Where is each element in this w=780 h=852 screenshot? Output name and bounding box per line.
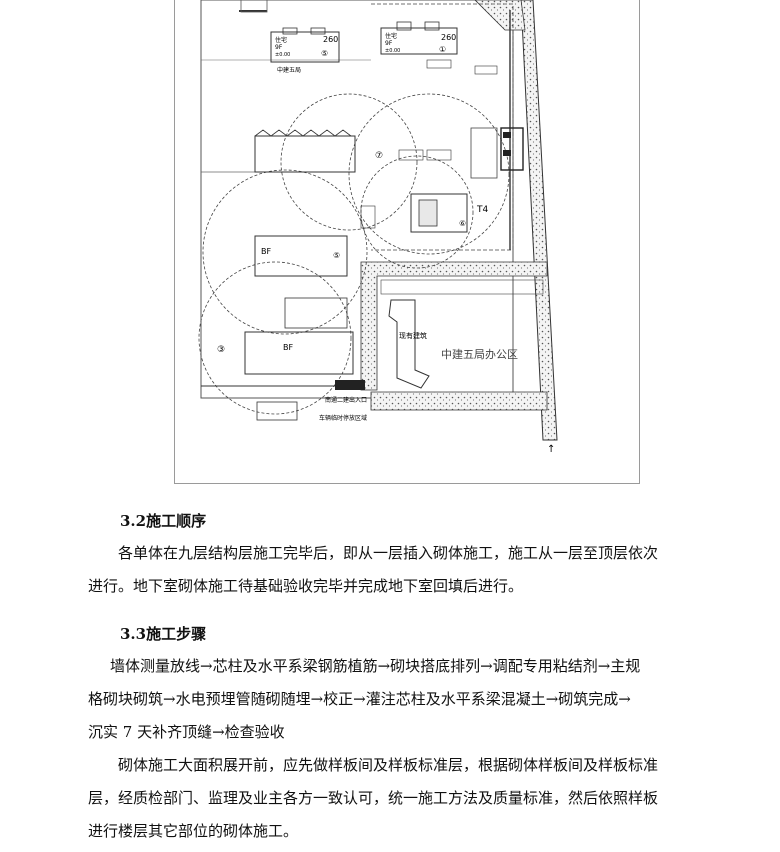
existing-building [388,299,430,389]
existing-building-label: 现有建筑 [399,331,427,340]
site-plan-figure: 住宅 9F ±0.00 260 ⑤ 中建五局 住宅 9F ±0.00 260 ①… [174,0,640,484]
area-circle-mark: ③ [217,345,225,355]
area-circle-mark: ⑤ [333,251,340,260]
bf-label: BF [283,343,293,352]
entrance-label: 南通二建出入口 [325,396,367,404]
gravel-road-south [370,391,548,411]
office-area-label: 中建五局办公区 [441,347,518,361]
site-entrance-gate [335,380,365,390]
paragraph-line: 各单体在九层结构层施工完毕后，即从一层插入砌体施工，施工从一层至顶层依次 [118,544,659,562]
tower-building [410,193,468,233]
tower-core [418,199,438,227]
building-block-lower [254,235,348,277]
building-number: 260 [441,33,456,42]
building-stair [282,27,298,35]
building-floors: 9F [385,40,393,47]
building-block-bottom [244,331,354,375]
building-stair [310,27,326,35]
parking-area [256,401,298,421]
crane-radius [280,93,418,231]
section-heading-construction-sequence: 3.2施工顺序 [120,512,207,530]
building-number: 260 [323,35,338,44]
building-outline [254,129,352,137]
top-marker [239,10,267,12]
paragraph-line: 进行。地下室砌体施工待基础验收完毕并完成地下室回填后进行。 [88,577,524,595]
building-circle-mark: ⑤ [321,49,328,58]
bf-label: BF [261,247,271,256]
building-stair [424,21,440,31]
gravel-road-east [520,0,558,441]
company-label: 中建五局 [277,66,301,74]
gravel-road-north [474,0,526,31]
parking-label: 车辆临时停放区域 [319,414,367,422]
site-shed [474,65,498,75]
north-arrow-icon: ↑ [547,444,555,455]
hoist-cage [503,132,511,138]
building-stair [396,21,412,31]
hoist-platform [470,127,498,179]
building-elevation: ±0.00 [385,48,400,54]
crane-radius [202,169,368,335]
paragraph-line: 砌体施工大面积展开前，应先做样板间及样板标准层，根据砌体样板间及样板标准 [118,756,659,774]
paragraph-line: 格砌块砌筑→水电预埋管随砌随埋→校正→灌注芯柱及水平系梁混凝土→砌筑完成→ [88,690,631,708]
site-shed [426,149,452,161]
building-elevation: ±0.00 [275,52,290,58]
hoist-cage [503,150,511,156]
residential-building-left [270,31,340,63]
crane-radius [348,93,510,255]
gravel-road-loop [360,261,548,391]
paragraph-line: 层，经质检部门、监理及业主各方一致认可，统一施工方法及质量标准，然后依照样板 [88,789,659,807]
paragraph-line: 沉实 7 天补齐顶缝→检查验收 [88,723,285,741]
top-block [240,0,268,13]
building-wing [284,297,348,329]
site-shed [360,205,376,229]
site-shed [398,149,424,161]
office-shed-row [380,279,544,295]
building-circle-mark: ① [439,45,446,54]
building-name: 住宅 [385,32,397,40]
paragraph-line: 墙体测量放线→芯柱及水平系梁钢筋植筋→砌块搭底排列→调配专用粘结剂→主规 [110,657,641,675]
paragraph-line: 进行楼层其它部位的砌体施工。 [88,822,299,840]
construction-hoist [500,127,524,171]
crane-radius [198,261,352,415]
residential-building-right [380,27,458,55]
site-shed [426,59,452,69]
section-heading-construction-steps: 3.3施工步骤 [120,625,207,643]
site-plan-drawing: 住宅 9F ±0.00 260 ⑤ 中建五局 住宅 9F ±0.00 260 ①… [198,0,558,455]
tower-crane-label: T4 [476,205,488,215]
building-floors: 9F [275,44,283,51]
building-block-middle [254,135,356,173]
building-name: 住宅 [275,36,287,44]
area-circle-mark: ⑦ [375,151,383,161]
construction-fence [371,3,514,251]
crane-radius [360,155,474,269]
area-circle-mark: ⑥ [459,219,466,228]
